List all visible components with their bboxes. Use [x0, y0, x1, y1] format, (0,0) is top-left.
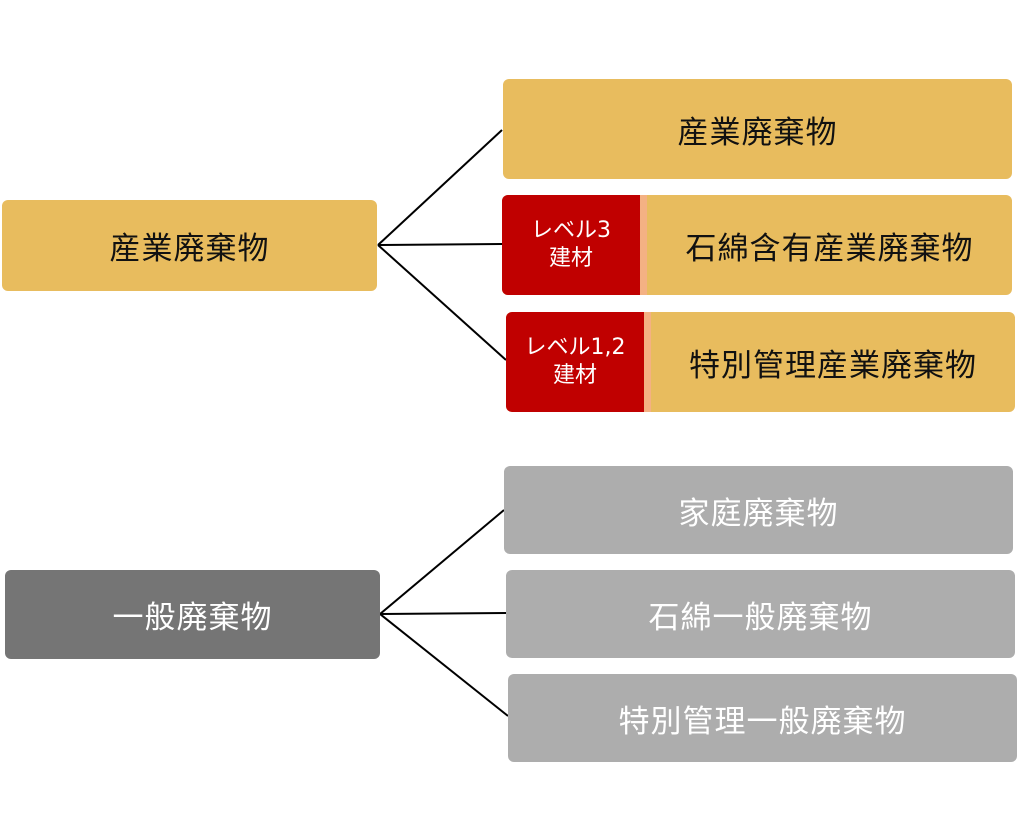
level-tag-line1: レベル3	[531, 218, 611, 243]
asbestos-general-node: 石綿一般廃棄物	[506, 570, 1015, 658]
industrial-child-node: 産業廃棄物	[503, 79, 1012, 179]
industrial-child-label: 産業廃棄物	[677, 114, 838, 151]
connector-industrial-2	[377, 243, 503, 246]
connector-general-2	[379, 612, 507, 615]
level-tag: レベル1,2 建材	[506, 312, 644, 412]
household-waste-label: 家庭廃棄物	[678, 495, 839, 532]
general-root-node: 一般廃棄物	[5, 570, 380, 659]
household-waste-node: 家庭廃棄物	[504, 466, 1013, 554]
special-industrial-node: レベル1,2 建材 特別管理産業廃棄物	[506, 312, 1015, 412]
connector-general-3	[379, 613, 509, 717]
connector-general-1	[379, 509, 505, 615]
connector-industrial-1	[377, 129, 503, 246]
industrial-root-node: 産業廃棄物	[2, 200, 377, 291]
tag-divider	[640, 195, 647, 295]
special-general-node: 特別管理一般廃棄物	[508, 674, 1017, 762]
level-tag: レベル3 建材	[502, 195, 640, 295]
tag-divider	[644, 312, 651, 412]
asbestos-industrial-label: 石綿含有産業廃棄物	[685, 230, 974, 267]
level-tag-line1: レベル1,2	[524, 335, 626, 360]
level-tag-line2: 建材	[548, 246, 593, 271]
special-general-label: 特別管理一般廃棄物	[618, 703, 907, 740]
level-tag-line2: 建材	[552, 363, 597, 388]
connector-industrial-3	[377, 244, 507, 361]
general-root-label: 一般廃棄物	[112, 600, 273, 636]
special-industrial-label: 特別管理産業廃棄物	[689, 347, 977, 384]
asbestos-industrial-node: レベル3 建材 石綿含有産業廃棄物	[502, 195, 1012, 295]
industrial-root-label: 産業廃棄物	[109, 231, 270, 267]
asbestos-general-label: 石綿一般廃棄物	[648, 599, 873, 636]
